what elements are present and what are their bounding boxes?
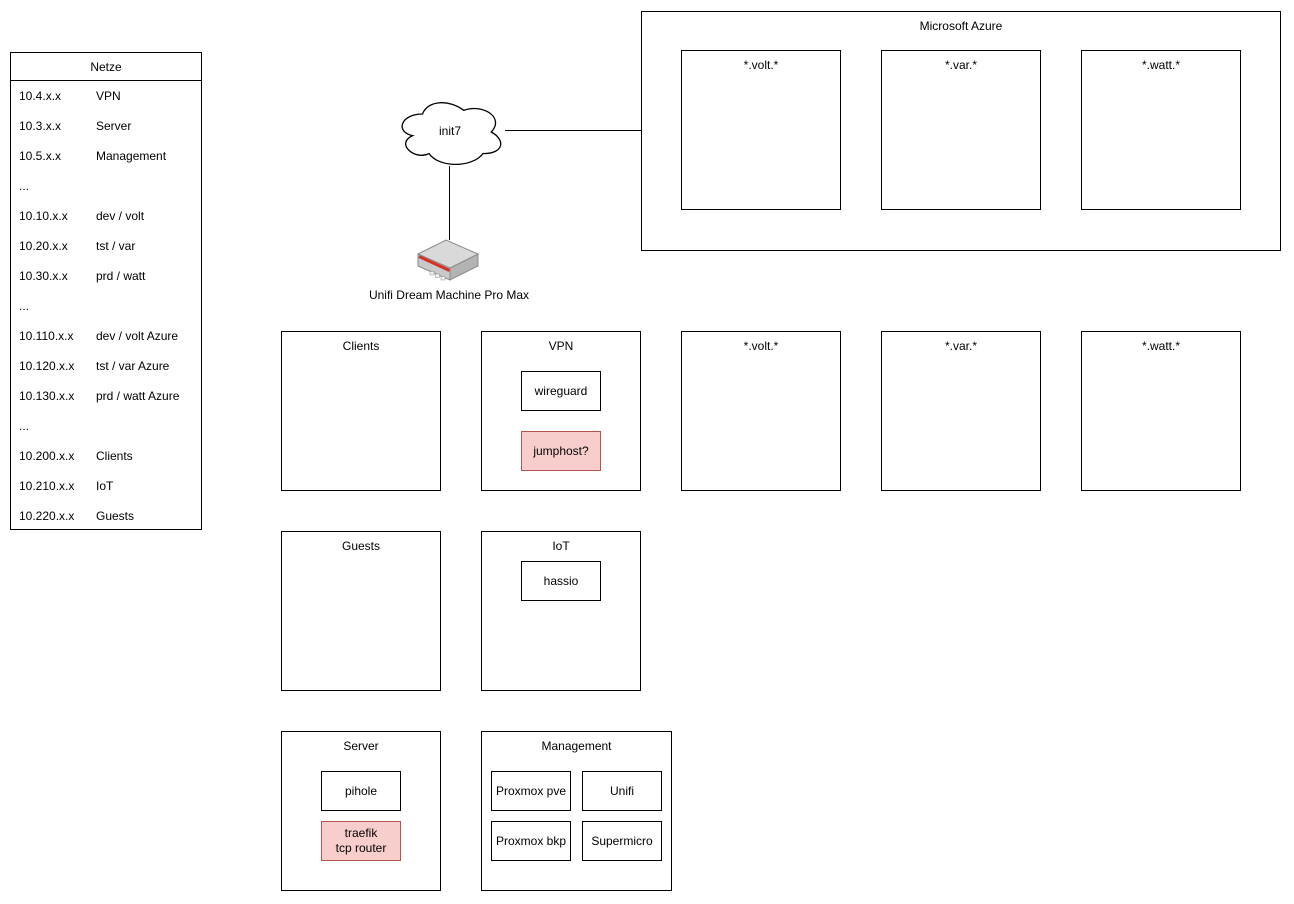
node-wireguard: wireguard <box>521 371 601 411</box>
network-name: tst / var <box>96 239 136 253</box>
node-supermicro: Supermicro <box>582 821 662 861</box>
network-ip: 10.30.x.x <box>19 269 68 283</box>
network-box-watt: *.watt.* <box>1081 331 1241 491</box>
netze-row: 10.20.x.x tst / var <box>11 231 201 261</box>
network-ip: ... <box>19 419 30 433</box>
network-box-server-label: Server <box>343 739 379 753</box>
router-icon <box>417 239 480 281</box>
cloud-router-connector <box>449 166 450 240</box>
azure-subnet-watt-label: *.watt.* <box>1141 58 1180 72</box>
network-ip: 10.20.x.x <box>19 239 68 253</box>
network-box-iot: IoT <box>481 531 641 691</box>
netze-row: 10.210.x.x IoT <box>11 471 201 501</box>
network-box-iot-label: IoT <box>552 539 570 553</box>
node-proxmox-bkp: Proxmox bkp <box>491 821 571 861</box>
node-hassio: hassio <box>521 561 601 601</box>
network-ip: ... <box>19 299 30 313</box>
netze-row: 10.10.x.x dev / volt <box>11 201 201 231</box>
router-label: Unifi Dream Machine Pro Max <box>368 288 530 302</box>
node-proxmox-pve: Proxmox pve <box>491 771 571 811</box>
node-jumphost: jumphost? <box>521 431 601 471</box>
internet-cloud-label: init7 <box>438 124 461 138</box>
netze-row: 10.110.x.x dev / volt Azure <box>11 321 201 351</box>
network-box-clients-label: Clients <box>342 339 380 353</box>
network-name: Server <box>96 119 132 133</box>
network-ip: 10.220.x.x <box>19 509 75 523</box>
network-ip: 10.5.x.x <box>19 149 62 163</box>
internet-cloud-icon <box>401 102 502 165</box>
network-box-var-label: *.var.* <box>944 339 977 353</box>
netze-row: ... <box>11 291 201 321</box>
network-name: IoT <box>96 479 114 493</box>
netze-row: 10.220.x.x Guests <box>11 501 201 531</box>
network-name: Guests <box>96 509 135 523</box>
network-box-clients: Clients <box>281 331 441 491</box>
network-name: VPN <box>96 89 121 103</box>
network-name: tst / var Azure <box>96 359 170 373</box>
azure-subnet-watt: *.watt.* <box>1081 50 1241 210</box>
network-name: dev / volt <box>96 209 145 223</box>
network-name: Clients <box>96 449 133 463</box>
network-box-var: *.var.* <box>881 331 1041 491</box>
network-ip: 10.200.x.x <box>19 449 75 463</box>
network-ip: 10.110.x.x <box>19 329 74 343</box>
cloud-azure-connector <box>505 130 641 131</box>
node-pihole: pihole <box>321 771 401 811</box>
netze-row: 10.200.x.x Clients <box>11 441 201 471</box>
network-box-management-label: Management <box>541 739 612 753</box>
network-box-vpn-label: VPN <box>548 339 574 353</box>
network-ip: ... <box>19 179 30 193</box>
network-ip: 10.10.x.x <box>19 209 68 223</box>
netze-row: 10.3.x.x Server <box>11 111 201 141</box>
network-ip: 10.4.x.x <box>19 89 62 103</box>
network-ip: 10.3.x.x <box>19 119 62 133</box>
netze-row: 10.5.x.x Management <box>11 141 201 171</box>
netze-row: 10.130.x.x prd / watt Azure <box>11 381 201 411</box>
node-traefik: traefik tcp router <box>321 821 401 861</box>
azure-subnet-var: *.var.* <box>881 50 1041 210</box>
network-name: dev / volt Azure <box>96 329 179 343</box>
netze-row: 10.4.x.x VPN <box>11 81 201 111</box>
network-box-server: Server <box>281 731 441 891</box>
netze-table-title: Netze <box>11 53 201 81</box>
network-ip: 10.130.x.x <box>19 389 75 403</box>
network-name: prd / watt Azure <box>96 389 180 403</box>
netze-row: ... <box>11 411 201 441</box>
netze-row: 10.30.x.x prd / watt <box>11 261 201 291</box>
network-box-guests: Guests <box>281 531 441 691</box>
netze-table: Netze 10.4.x.x VPN 10.3.x.x Server 10.5.x.… <box>10 52 202 530</box>
network-ip: 10.210.x.x <box>19 479 75 493</box>
node-unifi: Unifi <box>582 771 662 811</box>
network-name: prd / watt <box>96 269 146 283</box>
azure-subnet-volt-label: *.volt.* <box>743 58 779 72</box>
netze-row: ... <box>11 171 201 201</box>
network-box-watt-label: *.watt.* <box>1141 339 1180 353</box>
azure-subnet-volt: *.volt.* <box>681 50 841 210</box>
network-box-guests-label: Guests <box>341 539 380 553</box>
azure-subnet-var-label: *.var.* <box>944 58 977 72</box>
network-ip: 10.120.x.x <box>19 359 75 373</box>
network-box-volt-label: *.volt.* <box>743 339 779 353</box>
azure-title: Microsoft Azure <box>919 19 1003 33</box>
network-box-management: Management <box>481 731 672 891</box>
netze-row: 10.120.x.x tst / var Azure <box>11 351 201 381</box>
network-name: Management <box>96 149 167 163</box>
network-box-volt: *.volt.* <box>681 331 841 491</box>
